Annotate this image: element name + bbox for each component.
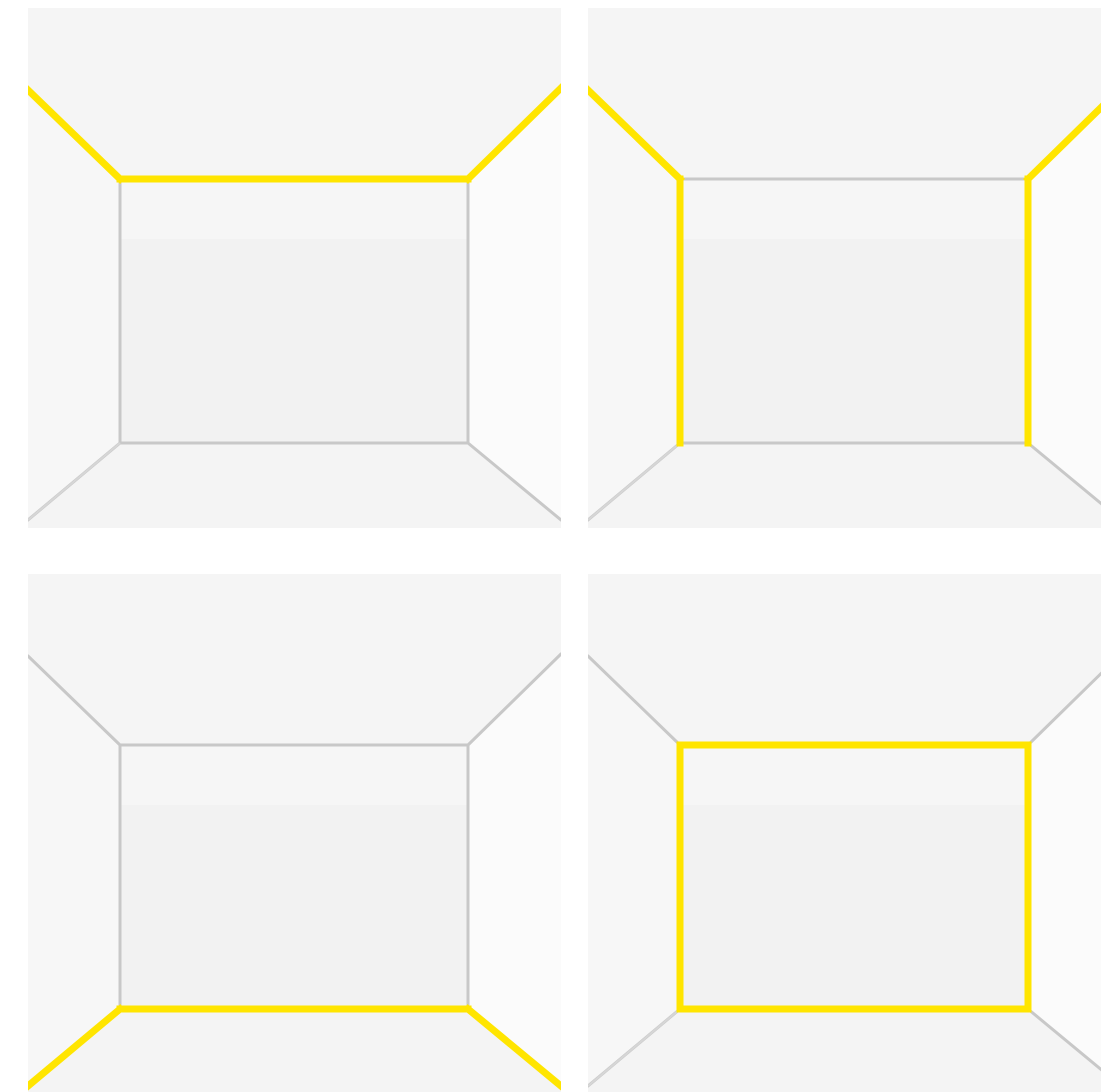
room-panel-vertical-edges xyxy=(588,8,1101,528)
room-panel-floor-edges xyxy=(28,574,561,1092)
back-wall-highlight xyxy=(120,745,468,805)
room-svg xyxy=(588,574,1101,1092)
room-svg xyxy=(28,574,561,1092)
back-wall-highlight xyxy=(680,179,1028,239)
ceiling xyxy=(28,574,561,745)
ceiling xyxy=(28,8,561,179)
room-svg xyxy=(28,8,561,528)
ceiling xyxy=(588,8,1101,179)
room-panel-ceiling-edges xyxy=(28,8,561,528)
back-wall-highlight xyxy=(680,745,1028,805)
room-panel-back-wall-edges xyxy=(588,574,1101,1092)
ceiling xyxy=(588,574,1101,745)
room-svg xyxy=(588,8,1101,528)
back-wall-highlight xyxy=(120,179,468,239)
